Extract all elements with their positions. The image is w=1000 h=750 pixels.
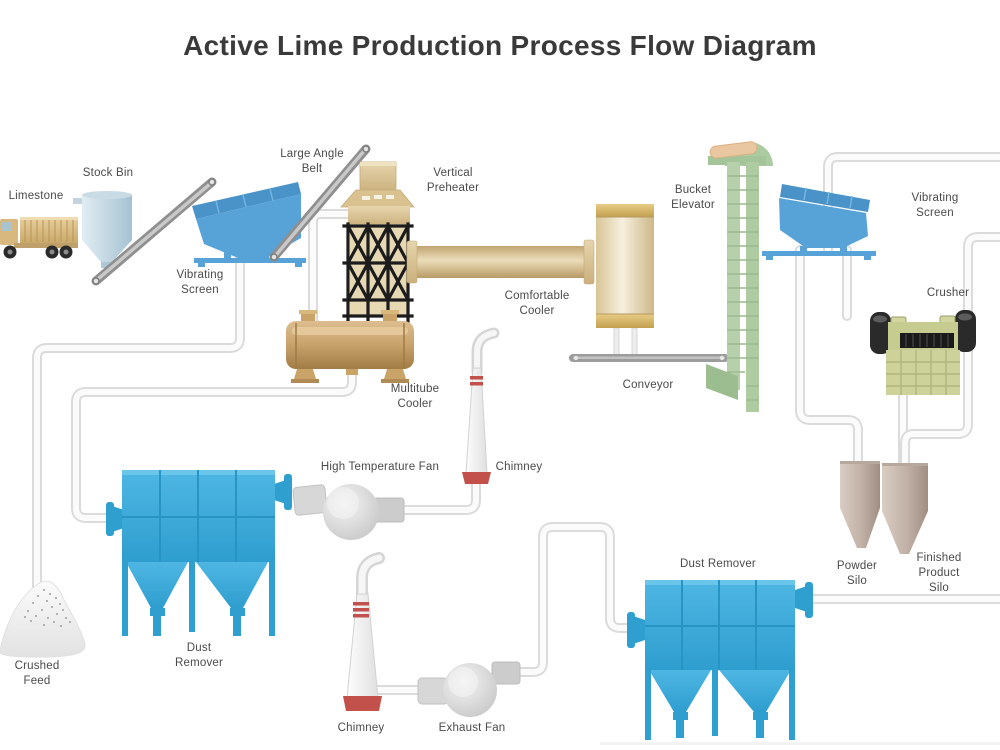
vibrating-screen-left xyxy=(192,182,306,267)
dust-remover-right xyxy=(627,580,813,740)
label-finished-product-silo: Finished Product Silo xyxy=(916,552,962,594)
dust-remover-left xyxy=(106,470,292,636)
crusher-roller xyxy=(955,310,976,352)
stock-bin xyxy=(73,191,132,268)
label-chimney-top: Chimney xyxy=(495,461,543,473)
label-exhaust-fan: Exhaust Fan xyxy=(438,722,506,734)
label-bucket-elevator: Bucket Elevator xyxy=(671,184,715,211)
elevator-feed-chute xyxy=(709,141,758,159)
pipe-network xyxy=(32,152,1000,695)
conveyor xyxy=(569,354,729,362)
crusher-roller xyxy=(870,312,891,354)
preheater-outlet-pipe xyxy=(407,246,592,278)
crusher xyxy=(870,310,976,395)
label-vertical-preheater: Vertical Preheater xyxy=(426,167,480,194)
label-large-angle-belt: Large Angle Belt xyxy=(280,148,344,175)
label-powder-silo: Powder Silo xyxy=(836,560,878,587)
comfortable-cooler xyxy=(596,204,654,357)
label-crushed-feed: Crushed Feed xyxy=(14,660,60,687)
bucket-elevator xyxy=(706,141,773,412)
label-vibrating-screen-left: Vibrating Screen xyxy=(176,269,224,296)
label-conveyor: Conveyor xyxy=(622,379,674,391)
high-temperature-fan xyxy=(292,484,405,540)
label-dust-remover-right: Dust Remover xyxy=(680,558,756,570)
label-chimney-bottom: Chimney xyxy=(337,722,385,734)
large-angle-belt xyxy=(269,144,371,262)
elevator-boot xyxy=(706,364,738,400)
limestone-truck xyxy=(0,217,78,259)
exhaust-fan xyxy=(417,661,521,717)
label-comfortable-cooler: Comfortable Cooler xyxy=(504,290,570,317)
chimney-top xyxy=(462,327,500,484)
page-title: Active Lime Production Process Flow Diag… xyxy=(183,30,817,61)
chimney-bottom xyxy=(343,552,385,711)
label-limestone: Limestone xyxy=(8,190,64,202)
powder-silo xyxy=(840,461,880,548)
label-vibrating-screen-right: Vibrating Screen xyxy=(911,192,959,219)
label-multitube-cooler: Multitube Cooler xyxy=(390,383,440,410)
label-dust-remover-left: Dust Remover xyxy=(174,642,224,669)
bottom-divider xyxy=(600,742,1000,745)
finished-product-silo xyxy=(882,463,928,554)
crushed-feed-pile xyxy=(0,580,86,658)
vertical-preheater xyxy=(340,161,595,332)
vibrating-screen-right xyxy=(762,184,876,260)
multitube-cooler xyxy=(286,310,414,383)
label-crusher: Crusher xyxy=(926,287,970,299)
label-high-temperature-fan: High Temperature Fan xyxy=(320,461,440,473)
label-stock-bin: Stock Bin xyxy=(82,167,134,179)
stockbin-belt xyxy=(91,177,217,286)
